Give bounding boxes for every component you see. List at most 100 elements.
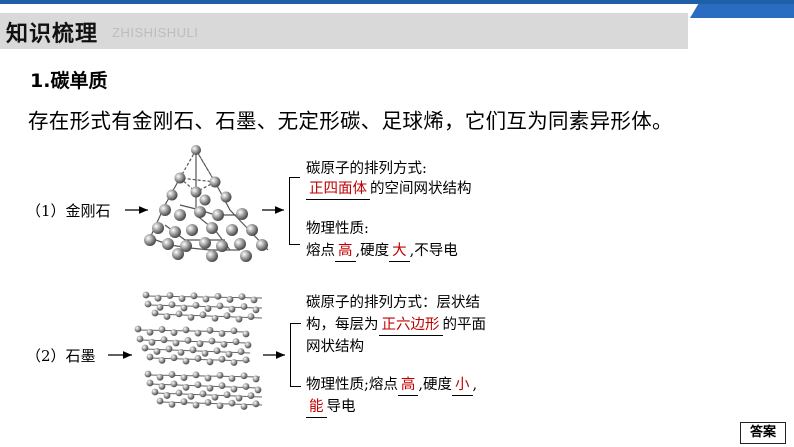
graphite-atom [183,326,190,333]
graphite-atom [166,346,173,353]
graphite-atom [217,372,224,379]
graphite-atom [219,382,226,389]
graphite-conduct-line: 能导电 [306,396,356,418]
graphite-atom [253,376,260,383]
graphite-atom [193,402,200,409]
graphite-atom [203,296,210,303]
graphite-hardness-blank: 小 [452,375,473,396]
graphite-atom [154,348,161,355]
graphite-atom [179,295,186,302]
graphite-atom [253,400,260,407]
graphite-atom [159,357,166,364]
graphite-atom [181,398,188,405]
graphite-atom [238,348,245,355]
graphite-atom [229,306,236,313]
diamond-label: （1）金刚石 [26,200,111,221]
diamond-hardness-blank: 大 [389,241,410,262]
graphite-atom [147,329,154,336]
graphite-atom [226,351,233,358]
graphite-arrangement-line2: 构，每层为正六边形的平面 [306,314,486,336]
graphite-atom [147,380,154,387]
graphite-atom [145,371,152,378]
diamond-melting-blank: 高 [335,241,356,262]
graphite-atom [215,293,222,300]
graphite-atom [243,331,250,338]
diamond-props-title: 物理性质: [306,218,369,240]
graphite-atom [200,390,207,397]
graphite-atom [243,383,250,390]
graphite-atom [171,354,178,361]
diamond-props-line: 熔点高,硬度大,不导电 [306,240,458,262]
graphite-atom [205,399,212,406]
graphite-atom [176,389,183,396]
graphite-atom [169,301,176,308]
graphite-atom [227,296,234,303]
graphite-atom [195,355,202,362]
graphite-atom [205,305,212,312]
graphite-atom [243,356,250,363]
graphite-atom [217,402,224,409]
diamond-arrangement-title: 碳原子的排列方式: [306,158,427,180]
graphite-atom [157,398,164,405]
graphite-atom [173,340,180,347]
graphite-atom [152,310,159,317]
graphite-atom [176,310,183,317]
graphite-atom [143,292,150,299]
graphite-atom [161,336,168,343]
graphite-atom [191,292,198,299]
graphite-atom [183,384,190,391]
graphite-atom [231,359,238,366]
graphite-atom [231,327,238,334]
graphite-atom [231,386,238,393]
graphite-atom [202,350,209,357]
graphite-atom [236,316,243,323]
graphite-atom [142,345,149,352]
graphite-atom [205,375,212,382]
graphite-atom [224,312,231,319]
graphite-atom [190,346,197,353]
diamond-atoms [144,145,268,262]
graphite-atom [164,392,171,399]
graphite-atom [157,374,164,381]
graphite-atom [212,394,219,401]
graphite-atom [248,392,255,399]
graphite-atom [193,371,200,378]
graphite-atom [185,337,192,344]
graphite-atom [181,305,188,312]
diamond-brace [289,177,300,245]
graphite-atom [221,341,228,348]
graphite-atom [229,375,236,382]
graphite-atom [169,401,176,408]
graphite-atom [169,371,176,378]
graphite-atom [188,393,195,400]
graphite-atom [207,358,214,365]
graphite-atom [241,403,248,410]
graphite-atom [157,304,164,311]
diamond-arrangement-blank: 正四面体 [306,179,370,200]
graphite-atom [255,387,262,394]
graphite-atom [207,385,214,392]
answer-button[interactable]: 答案 [740,422,786,444]
graphite-atom [245,342,252,349]
graphite-atom [181,374,188,381]
graphite-atom [241,303,248,310]
graphite-atom [188,314,195,321]
graphite-atom [171,380,178,387]
graphite-atom [183,358,190,365]
graphite-atom [233,338,240,345]
graphite-structure-image [135,292,262,410]
graphite-atom [171,329,178,336]
graphite-atom [178,349,185,356]
graphite-atom [147,354,154,361]
graphite-atom [159,326,166,333]
graphite-arrangement-line1: 碳原子的排列方式：层状结 [306,292,480,314]
graphite-atom [145,301,152,308]
graphite-brace [290,323,301,387]
diamond-arrangement-line: 正四面体的空间网状结构 [306,178,472,200]
graphite-atom [253,306,260,313]
graphite-atom [200,311,207,318]
graphite-atom [217,302,224,309]
graphite-atom [195,381,202,388]
graphite-conduct-blank: 能 [306,397,327,418]
graphite-atom [195,330,202,337]
